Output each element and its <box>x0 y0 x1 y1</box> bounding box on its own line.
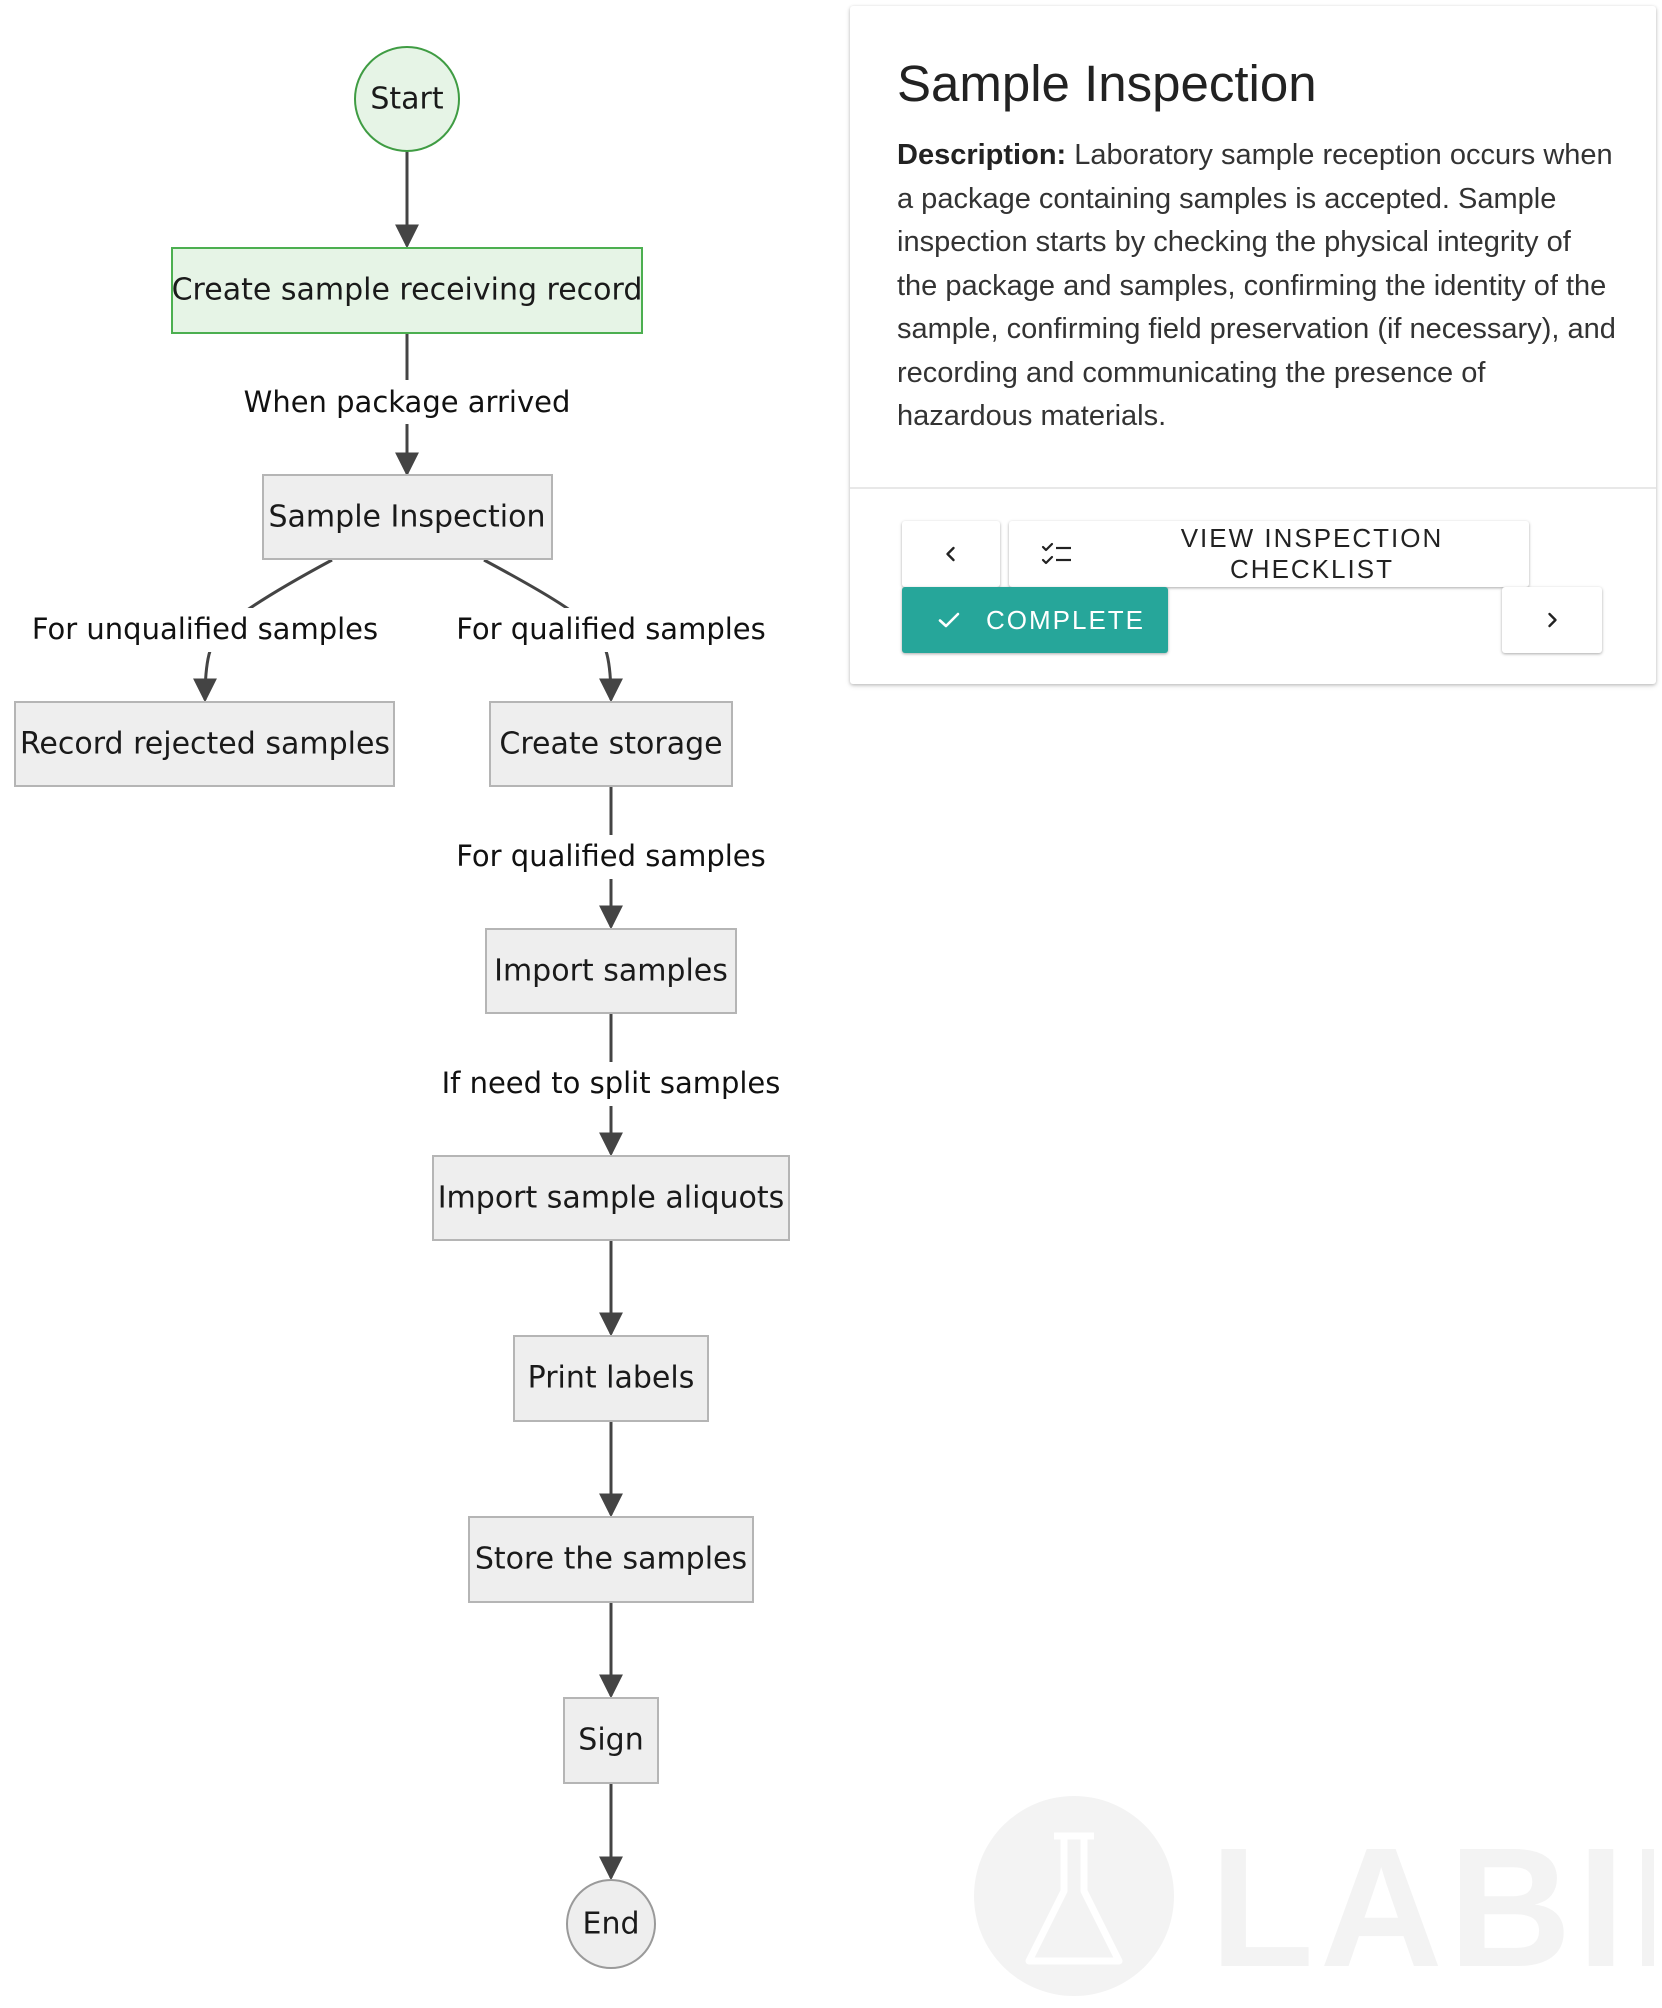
edge-label-for-qualified-2: For qualified samples <box>456 839 765 873</box>
node-end[interactable]: End <box>566 1879 656 1969</box>
description-text: Laboratory sample reception occurs when … <box>897 139 1616 432</box>
node-create-sample-receiving-record[interactable]: Create sample receiving record <box>171 247 643 334</box>
svg-text:Record rejected samples: Record rejected samples <box>20 727 390 762</box>
node-record-rejected-samples[interactable]: Record rejected samples <box>14 701 395 787</box>
svg-text:Import sample aliquots: Import sample aliquots <box>438 1181 785 1216</box>
complete-button[interactable]: COMPLETE <box>902 587 1168 653</box>
view-inspection-checklist-label: VIEW INSPECTION CHECKLIST <box>1180 523 1444 584</box>
flow-nodes: Start Create sample receiving record Sam… <box>14 46 790 1969</box>
checklist-icon <box>1041 541 1073 567</box>
svg-text:Create storage: Create storage <box>499 727 722 762</box>
next-step-button[interactable] <box>1502 587 1602 653</box>
svg-text:Create sample receiving record: Create sample receiving record <box>172 273 643 308</box>
check-icon <box>938 611 960 629</box>
svg-text:Store the samples: Store the samples <box>475 1542 747 1577</box>
svg-text:Sign: Sign <box>578 1723 643 1758</box>
node-store-the-samples[interactable]: Store the samples <box>468 1516 754 1603</box>
node-sign[interactable]: Sign <box>563 1697 659 1784</box>
card-divider <box>850 487 1656 489</box>
svg-text:Sample Inspection: Sample Inspection <box>269 500 546 535</box>
node-sample-inspection[interactable]: Sample Inspection <box>262 474 553 560</box>
chevron-left-icon <box>941 544 961 564</box>
svg-text:Print labels: Print labels <box>528 1361 695 1396</box>
node-start[interactable]: Start <box>354 46 460 152</box>
step-description: Description: Laboratory sample reception… <box>897 134 1617 439</box>
node-print-labels[interactable]: Print labels <box>513 1335 709 1422</box>
edge-label-if-need-split: If need to split samples <box>442 1066 781 1100</box>
svg-text:Start: Start <box>370 82 444 117</box>
complete-label: COMPLETE <box>986 604 1146 635</box>
step-detail-card: Sample Inspection Description: Laborator… <box>850 6 1656 684</box>
node-import-sample-aliquots[interactable]: Import sample aliquots <box>432 1155 790 1241</box>
flow-edge-labels: When package arrived For unqualified sam… <box>32 380 781 1106</box>
step-title: Sample Inspection <box>897 55 1317 112</box>
node-import-samples[interactable]: Import samples <box>485 928 737 1014</box>
edge-label-for-qualified: For qualified samples <box>456 612 765 646</box>
svg-text:End: End <box>582 1907 639 1942</box>
chevron-right-icon <box>1542 610 1562 630</box>
previous-step-button[interactable] <box>902 521 1000 587</box>
view-inspection-checklist-button[interactable]: VIEW INSPECTION CHECKLIST <box>1009 521 1529 587</box>
node-create-storage[interactable]: Create storage <box>489 701 733 787</box>
edge-label-for-unqualified: For unqualified samples <box>32 612 378 646</box>
svg-text:Import samples: Import samples <box>494 954 728 989</box>
edge-label-when-package-arrived: When package arrived <box>244 385 571 419</box>
description-label: Description: <box>897 139 1067 171</box>
